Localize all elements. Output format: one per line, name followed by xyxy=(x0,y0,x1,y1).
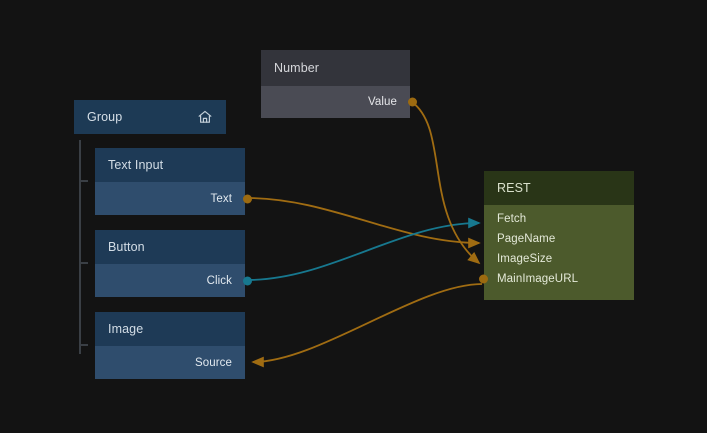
port-row-source[interactable]: Source xyxy=(95,346,245,379)
port-row-imagesize[interactable]: ImageSize xyxy=(484,249,634,269)
node-number[interactable]: Number Value xyxy=(261,50,417,118)
node-text-input-title: Text Input xyxy=(108,158,164,172)
port-row-click[interactable]: Click xyxy=(95,264,252,297)
node-button-body: Click xyxy=(95,264,252,297)
node-image-header[interactable]: Image xyxy=(95,312,245,346)
home-icon[interactable] xyxy=(197,109,213,125)
node-rest-body: Fetch PageName ImageSize MainImageURL xyxy=(479,205,634,300)
edge-click-to-fetch xyxy=(246,217,481,281)
node-rest-header[interactable]: REST xyxy=(484,171,634,205)
group-bracket-line xyxy=(79,140,81,354)
edge-mainimageurl-to-source xyxy=(251,283,483,368)
port-label-click: Click xyxy=(206,274,232,287)
node-image-title: Image xyxy=(108,322,144,336)
node-image-body: Source xyxy=(95,346,245,379)
port-label-text: Text xyxy=(210,192,232,205)
node-number-title: Number xyxy=(274,61,320,75)
port-label-mainimageurl: MainImageURL xyxy=(497,273,579,285)
port-marker-mainimageurl-dot[interactable] xyxy=(479,274,488,284)
port-label-fetch: Fetch xyxy=(497,213,527,225)
node-group-title: Group xyxy=(87,110,123,124)
edge-value-to-imagesize xyxy=(411,101,481,265)
port-marker-value-dot[interactable] xyxy=(408,97,417,107)
port-label-pagename: PageName xyxy=(497,233,556,245)
node-image[interactable]: Image Source xyxy=(95,312,245,379)
port-row-pagename[interactable]: PageName xyxy=(484,229,634,249)
port-label-source: Source xyxy=(194,356,232,369)
node-rest[interactable]: REST Fetch PageName ImageSize MainImageU… xyxy=(479,171,634,300)
port-row-mainimageurl[interactable]: MainImageURL xyxy=(479,269,634,289)
port-row-value[interactable]: Value xyxy=(261,86,417,118)
node-number-header[interactable]: Number xyxy=(261,50,410,86)
port-marker-click-dot[interactable] xyxy=(243,276,252,285)
node-group-header[interactable]: Group xyxy=(74,100,226,134)
node-button-header[interactable]: Button xyxy=(95,230,245,264)
port-label-value: Value xyxy=(367,96,397,108)
node-button[interactable]: Button Click xyxy=(95,230,252,297)
node-group[interactable]: Group xyxy=(74,100,226,134)
port-row-fetch[interactable]: Fetch xyxy=(484,209,634,229)
node-button-title: Button xyxy=(108,240,145,254)
node-text-input-body: Text xyxy=(95,182,252,215)
port-row-text[interactable]: Text xyxy=(95,182,252,215)
node-rest-title: REST xyxy=(497,181,531,195)
port-label-imagesize: ImageSize xyxy=(497,253,553,265)
edge-text-to-pagename xyxy=(246,197,481,249)
port-marker-text-dot[interactable] xyxy=(243,194,252,203)
node-text-input[interactable]: Text Input Text xyxy=(95,148,252,215)
node-text-input-header[interactable]: Text Input xyxy=(95,148,245,182)
group-bracket-tick-button xyxy=(79,262,88,264)
node-number-body: Value xyxy=(261,86,417,118)
group-bracket-tick-image xyxy=(79,344,88,346)
group-bracket-tick-text-input xyxy=(79,180,88,182)
